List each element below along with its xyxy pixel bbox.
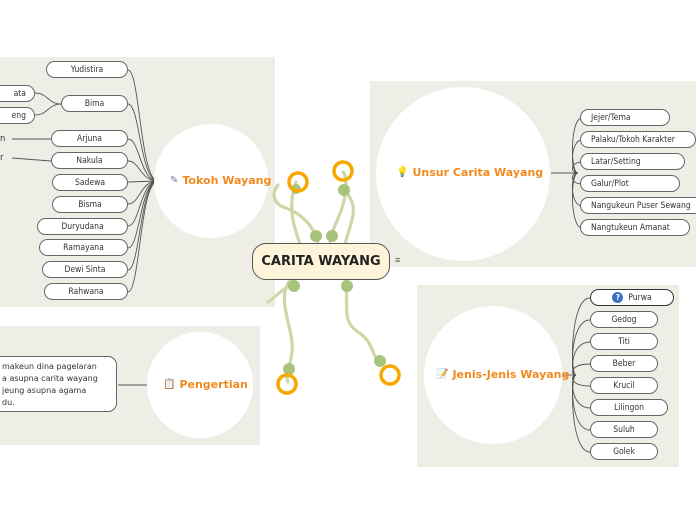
tokoh-item[interactable]: Dewi Sinta <box>42 261 128 278</box>
tokoh-item[interactable]: Arjuna <box>51 130 128 147</box>
bima-sub-item[interactable]: eng <box>0 107 35 124</box>
central-topic[interactable]: CARITA WAYANG <box>252 243 390 280</box>
unsur-item[interactable]: Galur/Plot <box>580 175 680 192</box>
tokoh-item[interactable]: Nakula <box>51 152 128 169</box>
tokoh-item[interactable]: Duryudana <box>37 218 128 235</box>
pengertian-note-box[interactable] <box>0 356 117 412</box>
jenis-item[interactable]: Beber <box>590 355 658 372</box>
jenis-item[interactable]: Golek <box>590 443 658 460</box>
bima-sub-item[interactable]: ata <box>0 85 35 102</box>
tokoh-item[interactable]: Rahwana <box>44 283 128 300</box>
jenis-item[interactable]: Gedog <box>590 311 658 328</box>
tokoh-item[interactable]: Sadewa <box>52 174 128 191</box>
pengertian-title[interactable]: 📋 Pengertian <box>163 378 248 391</box>
jenis-item[interactable]: Titi <box>590 333 658 350</box>
unsur-item[interactable]: Palaku/Tokoh Karakter <box>580 131 696 148</box>
tokoh-item[interactable]: Bima <box>61 95 128 112</box>
jenis-wayang-title[interactable]: 📝 Jenis-Jenis Wayang <box>436 368 570 381</box>
unsur-item[interactable]: Latar/Setting <box>580 153 685 170</box>
tokoh-item[interactable]: Ramayana <box>39 239 128 256</box>
tokoh-item[interactable]: Yudistira <box>46 61 128 78</box>
tokoh-wayang-circle[interactable] <box>154 124 268 238</box>
tokoh-wayang-title[interactable]: ✎ Tokoh Wayang <box>170 174 272 187</box>
unsur-item[interactable]: Nangukeun Puser Sewang <box>580 197 696 214</box>
jenis-item[interactable]: ?Purwa <box>590 289 674 306</box>
unsur-carita-circle[interactable] <box>376 87 550 261</box>
jenis-wayang-circle[interactable] <box>424 306 562 444</box>
pengertian-text-line: jeung asupna agama <box>2 386 87 395</box>
menu-icon[interactable]: ≡ <box>395 255 401 265</box>
pengertian-text-line: a asupna carita wayang <box>2 374 98 383</box>
unsur-carita-title[interactable]: 💡 Unsur Carita Wayang <box>396 166 544 179</box>
lightbulb-icon: 💡 <box>396 167 409 178</box>
unsur-item[interactable]: Jejer/Tema <box>580 109 670 126</box>
pengertian-text-line: du. <box>2 398 15 407</box>
memo-icon: 📝 <box>436 369 449 380</box>
jenis-item[interactable]: Lilingon <box>590 399 668 416</box>
help-icon: ? <box>612 292 624 303</box>
pengertian-text-line: makeun dina pagelaran <box>2 362 97 371</box>
tokoh-item[interactable]: Bisma <box>52 196 128 213</box>
jenis-item[interactable]: Suluh <box>590 421 658 438</box>
jenis-item[interactable]: Krucil <box>590 377 658 394</box>
nakula-sub-item[interactable]: r <box>0 153 4 163</box>
pengertian-circle[interactable] <box>147 332 253 438</box>
clipboard-icon: 📋 <box>163 379 176 390</box>
unsur-item[interactable]: Nangtukeun Amanat <box>580 219 690 236</box>
arjuna-sub-item[interactable]: n <box>0 134 6 144</box>
document-pencil-icon: ✎ <box>170 175 179 186</box>
